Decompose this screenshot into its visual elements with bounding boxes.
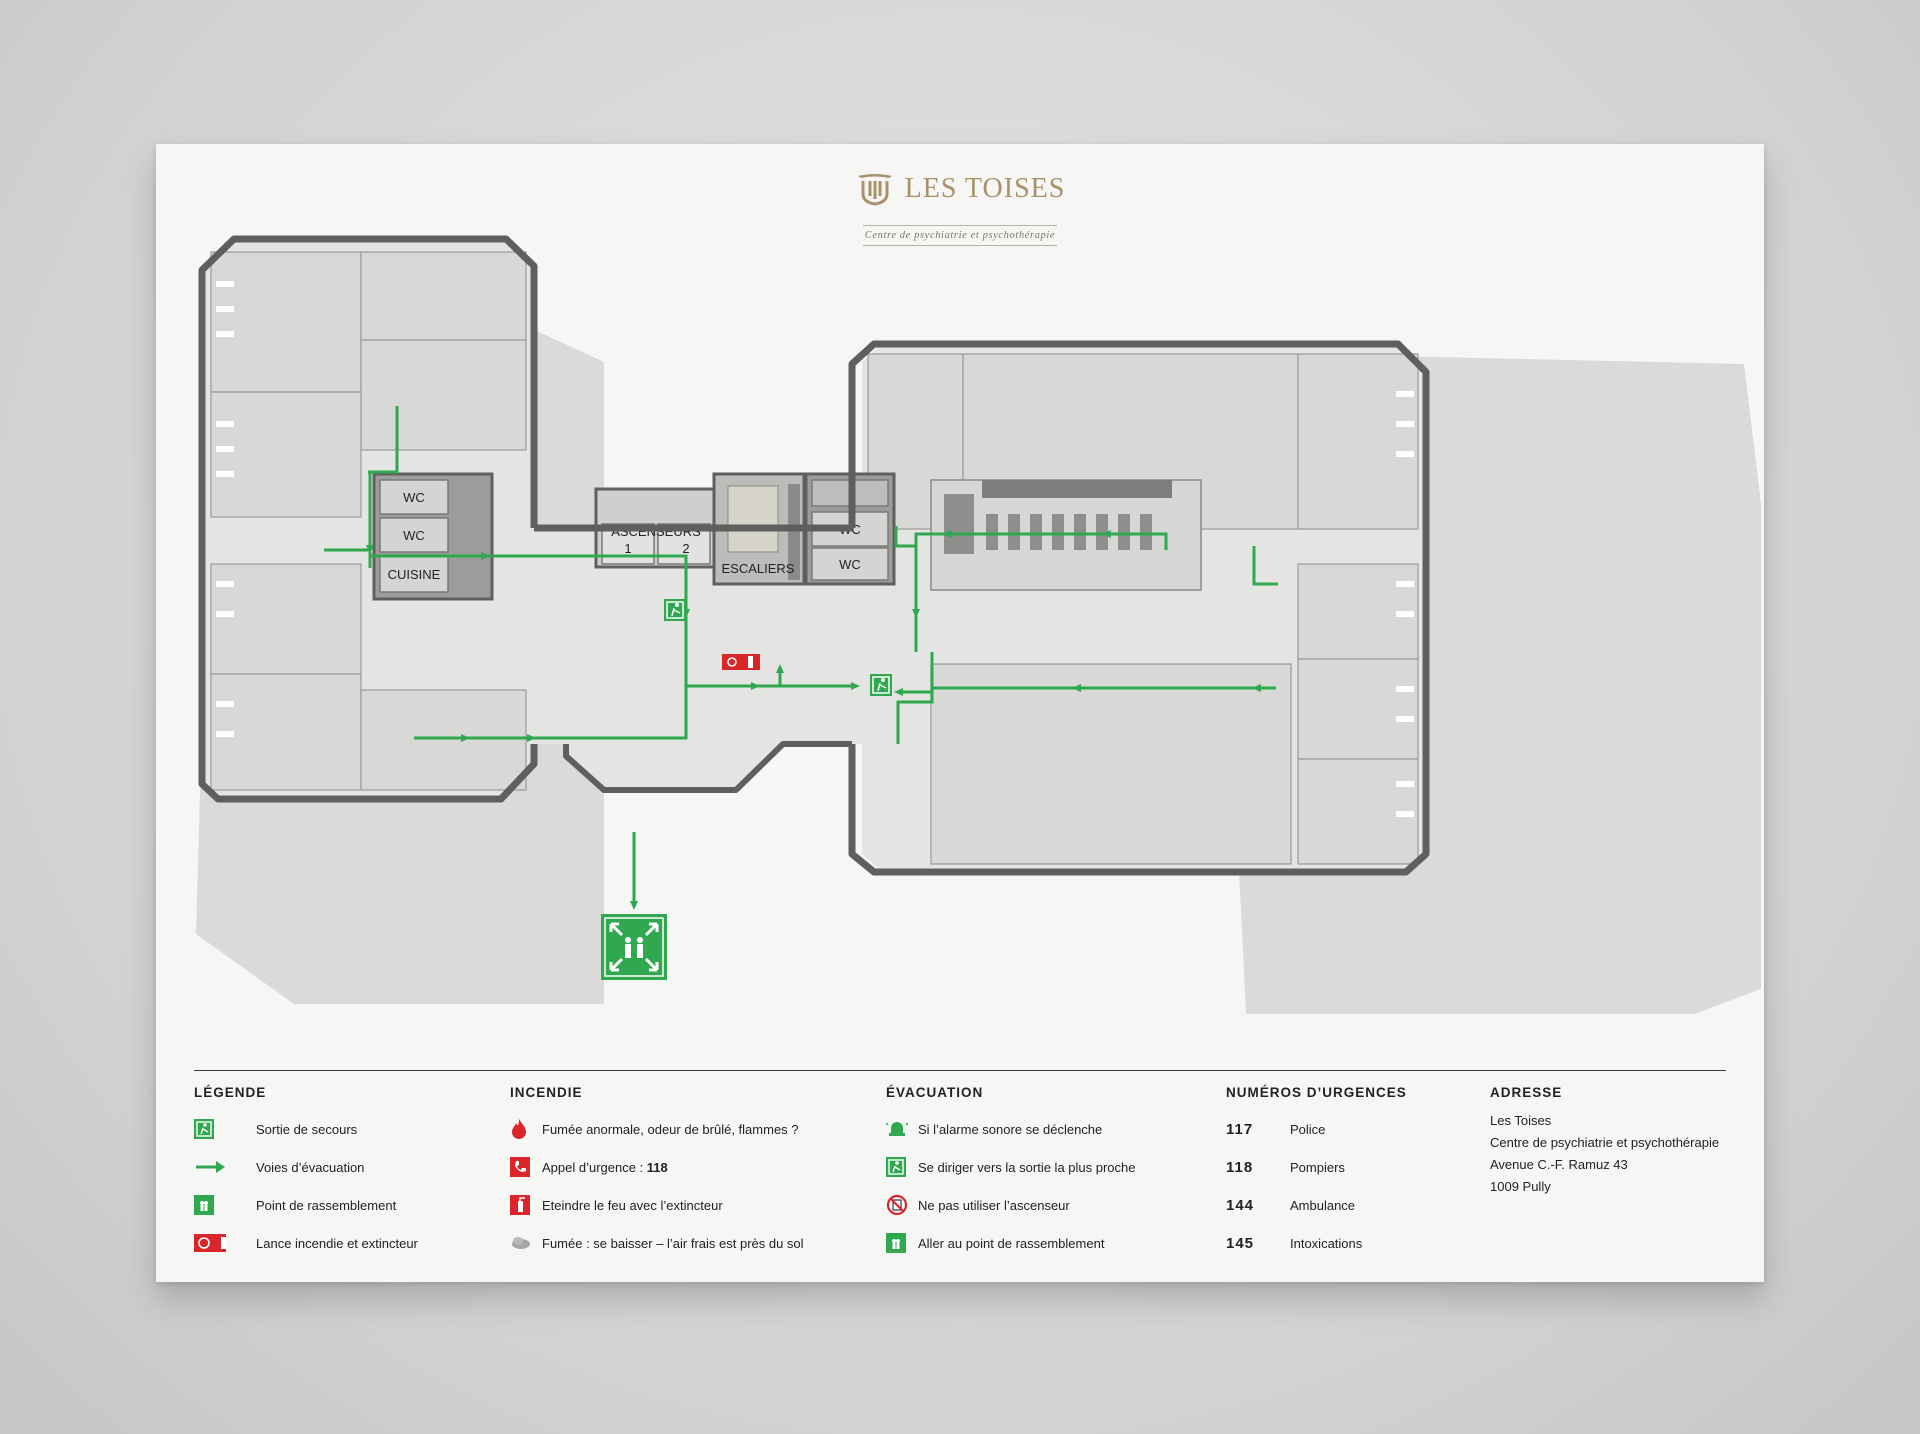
urgence-item: 118 Pompiers [1226, 1148, 1466, 1186]
urgence-label: Ambulance [1290, 1197, 1356, 1213]
address-line: Centre de psychiatrie et psychothérapie [1490, 1135, 1720, 1150]
room-label-escaliers: ESCALIERS [722, 561, 795, 576]
incendie-label: Appel d’urgence : 118 [542, 1159, 668, 1175]
evacuation-label: Se diriger vers la sortie la plus proche [918, 1159, 1136, 1175]
room-label-ascenseur-1: 1 [624, 541, 631, 556]
room-label-cuisine: CUISINE [388, 567, 441, 582]
alarm-icon [886, 1116, 918, 1142]
urgence-number: 144 [1226, 1196, 1255, 1214]
legend-label: Voies d’évacuation [256, 1159, 365, 1175]
incendie-item: Fumée anormale, odeur de brûlé, flammes … [510, 1110, 870, 1148]
incendie-label: Fumée : se baisser – l’air frais est prè… [542, 1235, 804, 1251]
urgences-column: NUMÉROS D’URGENCES 117 Police 118 Pompie… [1226, 1085, 1466, 1262]
incendie-item: Appel d’urgence : 118 [510, 1148, 870, 1186]
urgence-label: Pompiers [1290, 1159, 1345, 1175]
legend-item: Sortie de secours [194, 1110, 494, 1148]
evacuation-label: Aller au point de rassemblement [918, 1235, 1105, 1251]
adresse-column: ADRESSE Les Toises Centre de psychiatrie… [1490, 1085, 1726, 1198]
incendie-column: INCENDIE Fumée anormale, odeur de brûlé,… [510, 1085, 870, 1262]
urgence-label: Intoxications [1290, 1235, 1363, 1251]
assembly-point-sign [601, 914, 667, 980]
left-wing-rooms [210, 251, 527, 791]
legend-label: Lance incendie et extincteur [256, 1235, 418, 1251]
room-label-ascenseur-2: 2 [682, 541, 689, 556]
evacuation-plan-board: LES TOISES Centre de psychiatrie et psyc… [156, 144, 1764, 1282]
legend-column: LÉGENDE Sortie de secours Voies d’évacua… [194, 1085, 494, 1262]
room-label-wc-2: WC [403, 528, 425, 543]
extinguisher-icon [510, 1192, 542, 1218]
emergency-exit-sign-left [664, 599, 686, 621]
fire-hose-extinguisher-icon [194, 1230, 226, 1256]
address-line: Avenue C.-F. Ramuz 43 [1490, 1157, 1628, 1172]
emergency-exit-icon [194, 1116, 226, 1142]
phone-icon [510, 1154, 542, 1180]
floor-plan: WC WC CUISINE ASCENSEURS 1 2 ESCALIERS W [196, 235, 1761, 1014]
window-marks [216, 281, 1414, 817]
adresse-title: ADRESSE [1490, 1085, 1563, 1100]
legend-panel: LÉGENDE Sortie de secours Voies d’évacua… [194, 1070, 1726, 1261]
urgences-title: NUMÉROS D’URGENCES [1226, 1085, 1407, 1100]
emergency-exit-sign-right [870, 674, 892, 696]
legend-title: LÉGENDE [194, 1085, 267, 1100]
legend-item: Voies d’évacuation [194, 1148, 494, 1186]
evacuation-label: Si l’alarme sonore se déclenche [918, 1121, 1103, 1137]
incendie-item: Eteindre le feu avec l’extincteur [510, 1186, 870, 1224]
incendie-title: INCENDIE [510, 1085, 583, 1100]
urgence-item: 117 Police [1226, 1110, 1466, 1148]
brand-header: LES TOISES Centre de psychiatrie et psyc… [156, 172, 1764, 246]
legend-item: Point de rassemblement [194, 1186, 494, 1224]
legend-label: Sortie de secours [256, 1121, 358, 1137]
evacuation-title: ÉVACUATION [886, 1085, 984, 1100]
evacuation-column: ÉVACUATION Si l’alarme sonore se déclenc… [886, 1085, 1206, 1262]
urgence-number: 117 [1226, 1120, 1254, 1138]
urgence-item: 145 Intoxications [1226, 1224, 1466, 1262]
arrow-right-icon [194, 1154, 226, 1180]
urgence-number: 118 [1226, 1158, 1254, 1176]
incendie-label: Eteindre le feu avec l’extincteur [542, 1197, 723, 1213]
urgence-label: Police [1290, 1121, 1326, 1137]
evacuation-item: Ne pas utiliser l’ascenseur [886, 1186, 1206, 1224]
evacuation-item: Si l’alarme sonore se déclenche [886, 1110, 1206, 1148]
assembly-point-icon [194, 1192, 226, 1218]
flame-icon [510, 1116, 542, 1142]
incendie-label: Fumée anormale, odeur de brûlé, flammes … [542, 1121, 799, 1137]
smoke-icon [510, 1230, 542, 1256]
les-toises-logo-icon [857, 174, 892, 206]
legend-label: Point de rassemblement [256, 1197, 397, 1213]
evacuation-label: Ne pas utiliser l’ascenseur [918, 1197, 1070, 1213]
address-line: Les Toises [1490, 1113, 1552, 1128]
right-wing-rooms [867, 353, 1419, 865]
no-elevator-icon [886, 1192, 918, 1218]
urgence-number: 145 [1226, 1234, 1255, 1252]
brand-name: LES TOISES [904, 173, 1066, 204]
evacuation-routes [324, 406, 1278, 910]
assembly-point-icon [886, 1230, 918, 1256]
brand-subtitle: Centre de psychiatrie et psychothérapie [862, 225, 1058, 246]
evacuation-item: Aller au point de rassemblement [886, 1224, 1206, 1262]
address-line: 1009 Pully [1490, 1179, 1551, 1194]
evacuation-item: Se diriger vers la sortie la plus proche [886, 1148, 1206, 1186]
left-service-core: WC WC CUISINE [372, 472, 494, 601]
room-label-wc-4: WC [839, 557, 861, 572]
urgence-item: 144 Ambulance [1226, 1186, 1466, 1224]
building-walls [198, 235, 1430, 876]
emergency-exit-icon [886, 1154, 918, 1180]
fire-hose-extinguisher-sign [722, 654, 760, 670]
legend-item: Lance incendie et extincteur [194, 1224, 494, 1262]
incendie-item: Fumée : se baisser – l’air frais est prè… [510, 1224, 870, 1262]
room-label-wc-1: WC [403, 490, 425, 505]
